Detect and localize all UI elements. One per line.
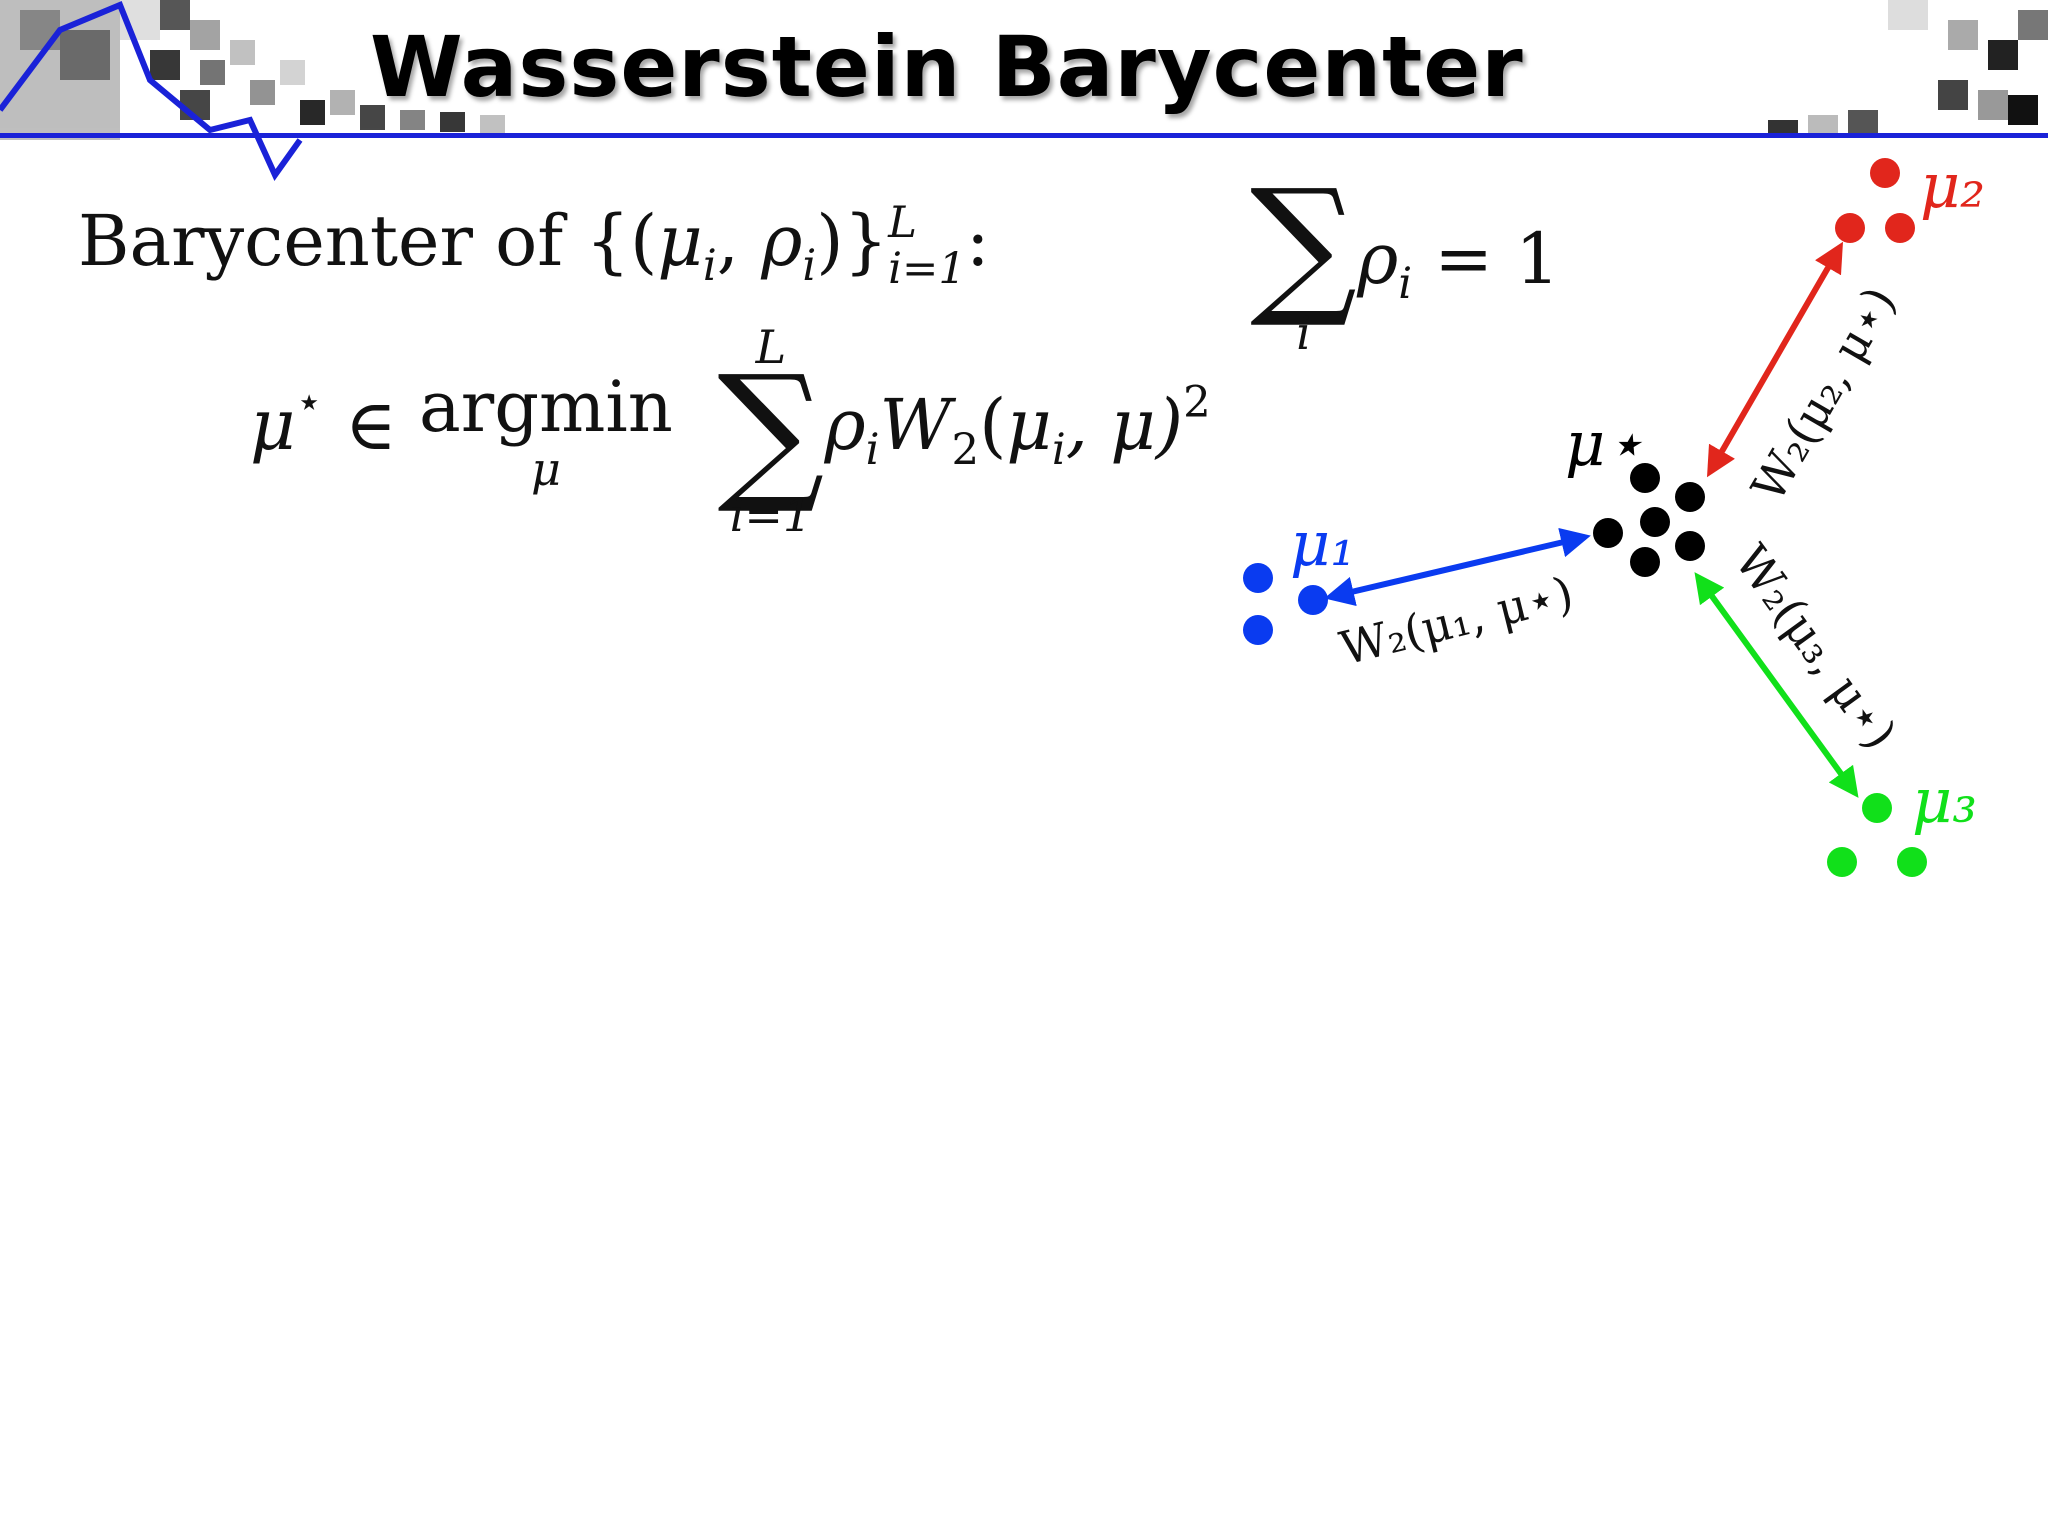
weights-equals-one: = 1	[1412, 218, 1560, 300]
weights-sum: ∑i	[1250, 170, 1357, 360]
objective-sum: L∑i=1	[717, 320, 824, 542]
objective-square: 2	[1183, 377, 1211, 428]
mu3-point	[1897, 847, 1927, 877]
barycenter-rho-index: i	[802, 241, 817, 292]
mu2-point	[1885, 213, 1915, 243]
objective-star: ⋆	[295, 377, 323, 428]
objective-W: W	[879, 384, 952, 466]
barycenter-rho: ρ	[761, 200, 803, 282]
mustar-point	[1640, 507, 1670, 537]
slide-header: Wasserstein Barycenter	[0, 0, 2048, 190]
arrow-mu3-mustar	[1694, 572, 1859, 798]
objective-sigma: ∑	[717, 344, 825, 518]
barycenter-range-upper: L	[888, 198, 917, 249]
mu2-point	[1870, 158, 1900, 188]
barycenter-range-lower: i=1	[888, 244, 966, 294]
barycenter-comma: ,	[716, 200, 762, 282]
page-title: Wasserstein Barycenter	[370, 18, 1524, 116]
mu1-point	[1298, 585, 1328, 615]
objective-sum-upper: L	[755, 320, 787, 374]
label-mu1: μ₁	[1290, 507, 1355, 580]
objective-arg-rest: , μ)	[1065, 384, 1184, 466]
objective-open-paren: (	[979, 384, 1007, 466]
arrow-mu2-mustar	[1706, 241, 1844, 478]
mustar-point	[1675, 531, 1705, 561]
label-w-mu2: W₂(μ₂, μ⋆)	[1741, 277, 1907, 510]
weights-rho-index: i	[1398, 259, 1413, 310]
barycenter-close: )}	[816, 200, 889, 282]
label-mu2: μ₂	[1920, 149, 1985, 222]
header-pixel-logo	[0, 0, 505, 181]
mu2-points	[1835, 158, 1915, 243]
weights-sigma: ∑	[1250, 158, 1358, 332]
label-mustar: μ⋆	[1565, 407, 1644, 480]
objective-W-index: 2	[951, 425, 980, 476]
header-rule	[0, 133, 2048, 138]
mu1-points	[1243, 563, 1328, 645]
objective-mu: μ	[250, 384, 296, 466]
mustar-point	[1630, 547, 1660, 577]
barycenter-colon: :	[965, 200, 990, 282]
mu2-point	[1835, 213, 1865, 243]
objective-argmin-variable: μ	[530, 442, 561, 496]
objective-in: ∈	[322, 384, 419, 466]
arrow-mu1-mustar	[1324, 527, 1591, 607]
mu3-point	[1862, 793, 1892, 823]
objective-argmin-text: argmin	[419, 366, 673, 448]
mustar-point	[1593, 518, 1623, 548]
mu3-point	[1827, 847, 1857, 877]
weights-sum-index: i	[1296, 306, 1311, 360]
mu1-point	[1243, 563, 1273, 593]
objective-rho: ρ	[824, 384, 866, 466]
mustar-point	[1630, 463, 1660, 493]
header-pixel-decoration-right	[1768, 0, 2048, 135]
objective-sum-lower: i=1	[729, 488, 813, 542]
barycenter-lead-text: Barycenter of {(	[78, 200, 658, 282]
mustar-point	[1675, 482, 1705, 512]
label-mu3: μ₃	[1912, 764, 1977, 837]
mu1-point	[1243, 615, 1273, 645]
label-w-mu1: W₂(μ₁, μ⋆)	[1335, 566, 1579, 676]
mu3-points	[1827, 793, 1927, 877]
barycenter-mu: μ	[657, 200, 703, 282]
objective-arg-index: i	[1051, 425, 1066, 476]
barycenter-mu-index: i	[702, 241, 717, 292]
objective-arg-mu: μ	[1006, 384, 1052, 466]
mustar-points	[1593, 463, 1705, 577]
objective-rho-index: i	[865, 425, 880, 476]
weights-rho: ρ	[1357, 218, 1399, 300]
